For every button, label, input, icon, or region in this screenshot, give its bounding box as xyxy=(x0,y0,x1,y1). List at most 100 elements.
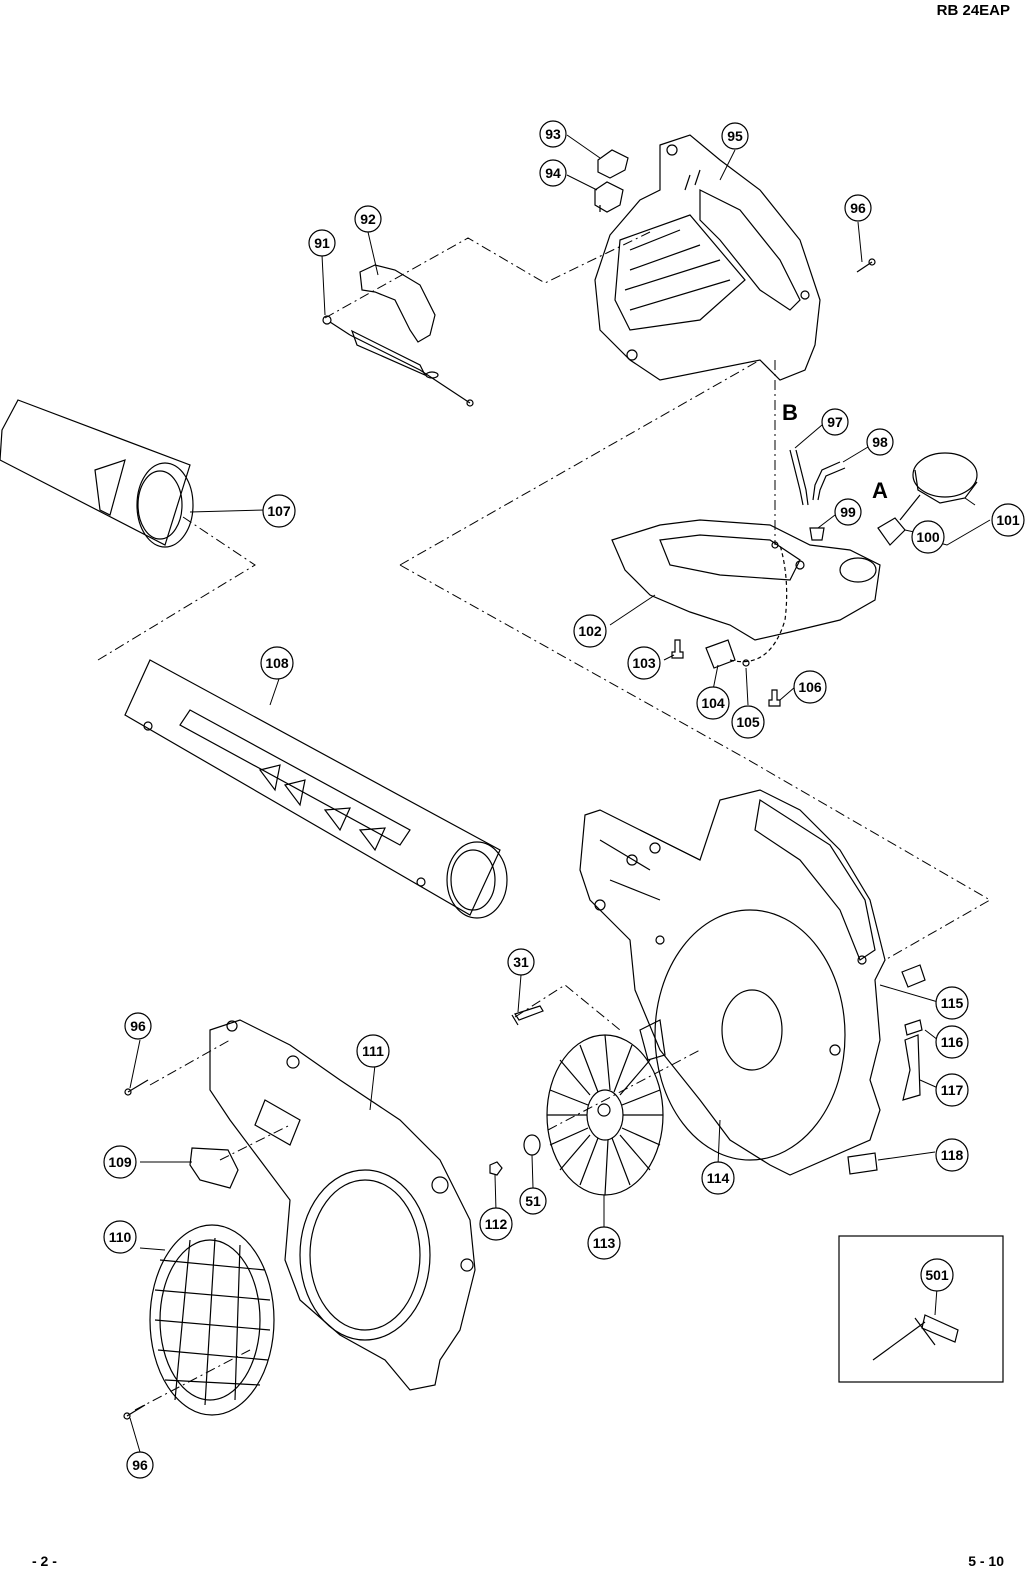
callout-number-99: 99 xyxy=(840,504,856,520)
callout-circle-94 xyxy=(539,159,567,187)
callout-number-114: 114 xyxy=(707,1170,730,1186)
callout-number-111: 111 xyxy=(362,1043,384,1059)
handle-housing-part-95 xyxy=(594,134,821,381)
fuel-tube-part-97 xyxy=(789,449,809,506)
callout-circle-108 xyxy=(260,646,294,680)
page-number: - 2 - xyxy=(32,1553,57,1569)
callout-number-109: 109 xyxy=(108,1154,132,1170)
callout-circle-115 xyxy=(935,986,969,1020)
label-part-118 xyxy=(847,1152,878,1175)
callout-circle-92 xyxy=(354,205,382,233)
fan-part-113 xyxy=(546,1034,664,1196)
callout-number-93: 93 xyxy=(545,126,561,142)
callout-number-92: 92 xyxy=(360,211,376,227)
callout-number-117: 117 xyxy=(941,1082,964,1098)
label-part-117 xyxy=(902,1034,921,1101)
bolt-part-31 xyxy=(511,1005,544,1026)
damper-part-104 xyxy=(705,639,736,669)
fan-housing-part-114 xyxy=(579,789,886,1176)
callout-number-100: 100 xyxy=(916,529,940,545)
callout-number-108: 108 xyxy=(265,655,289,671)
callout-number-95: 95 xyxy=(727,128,743,144)
screw-part-96 xyxy=(856,258,876,273)
callout-circle-105 xyxy=(731,705,765,739)
label-part-115 xyxy=(901,964,926,988)
callout-circle-112 xyxy=(479,1207,513,1241)
callout-circle-118 xyxy=(935,1138,969,1172)
callout-circle-109 xyxy=(103,1145,137,1179)
bolt-part-106 xyxy=(768,689,781,707)
throttle-trigger-part-92 xyxy=(359,264,436,343)
callout-number-118: 118 xyxy=(941,1147,964,1163)
intake-grille-part-110 xyxy=(149,1224,275,1416)
fuel-cap-part-101 xyxy=(912,452,978,504)
callout-circle-116 xyxy=(935,1025,969,1059)
callout-circle-113 xyxy=(587,1226,621,1260)
callout-circle-111 xyxy=(356,1034,390,1068)
callout-circle-110 xyxy=(103,1220,137,1254)
screw-part-96 xyxy=(124,1079,149,1096)
switch-part-94 xyxy=(594,181,624,213)
callout-number-106: 106 xyxy=(798,679,822,695)
reference-letter-a: A xyxy=(872,478,888,503)
callout-number-101: 101 xyxy=(996,512,1020,528)
callout-number-98: 98 xyxy=(872,434,888,450)
nut-part-112 xyxy=(489,1161,503,1176)
callout-circle-99 xyxy=(834,498,862,526)
callout-circle-107 xyxy=(262,494,296,528)
callout-number-107: 107 xyxy=(267,503,291,519)
callout-circle-93 xyxy=(539,120,567,148)
callout-number-102: 102 xyxy=(578,623,602,639)
grommet-part-99 xyxy=(809,527,825,541)
callout-circle-100 xyxy=(911,520,945,554)
spark-plug-wrench-part-501 xyxy=(872,1314,959,1361)
washer-part-51 xyxy=(523,1134,541,1156)
callout-circle-106 xyxy=(793,670,827,704)
callout-number-112: 112 xyxy=(485,1216,508,1232)
callout-number-51: 51 xyxy=(525,1193,541,1209)
callout-circle-98 xyxy=(866,428,894,456)
callout-circle-96 xyxy=(124,1012,152,1040)
inset-box-501 xyxy=(838,1235,1004,1383)
callout-number-97: 97 xyxy=(827,414,843,430)
callout-circle-104 xyxy=(696,686,730,720)
washer-part-105 xyxy=(742,659,750,667)
callout-circle-96 xyxy=(844,194,872,222)
reference-letter-b: B xyxy=(782,400,798,425)
nozzle-part-107 xyxy=(0,399,194,548)
callout-number-110: 110 xyxy=(109,1229,132,1245)
callout-number-115: 115 xyxy=(941,995,964,1011)
callout-circle-103 xyxy=(627,646,661,680)
callout-number-104: 104 xyxy=(701,695,725,711)
screw-part-96 xyxy=(123,1404,146,1420)
revision-code: 5 - 10 xyxy=(968,1553,1004,1569)
callout-circle-102 xyxy=(573,614,607,648)
model-number: RB 24EAP xyxy=(936,2,1010,19)
callout-circle-97 xyxy=(821,408,849,436)
fuel-tank-part-102 xyxy=(611,519,881,641)
label-part-116 xyxy=(904,1019,923,1036)
throttle-cable-part-91 xyxy=(322,315,474,407)
callout-circle-51 xyxy=(519,1187,547,1215)
fuel-hose-part-98 xyxy=(812,461,846,501)
callout-circle-114 xyxy=(701,1161,735,1195)
callout-number-96: 96 xyxy=(132,1457,148,1473)
switch-part-93 xyxy=(597,149,629,179)
callout-circle-117 xyxy=(935,1073,969,1107)
callout-number-31: 31 xyxy=(513,954,529,970)
cover-plate-part-109 xyxy=(189,1147,239,1189)
callout-number-94: 94 xyxy=(545,165,561,181)
callout-circle-31 xyxy=(507,948,535,976)
callout-number-96: 96 xyxy=(130,1018,146,1034)
callout-circle-91 xyxy=(308,229,336,257)
bolt-part-103 xyxy=(671,639,684,659)
fan-cover-part-111 xyxy=(209,1019,476,1391)
callout-number-96: 96 xyxy=(850,200,866,216)
callout-number-113: 113 xyxy=(593,1235,616,1251)
callout-circle-101 xyxy=(991,503,1025,537)
callout-number-501: 501 xyxy=(925,1267,949,1283)
callout-number-105: 105 xyxy=(736,714,760,730)
callout-number-103: 103 xyxy=(632,655,656,671)
callout-number-91: 91 xyxy=(314,235,330,251)
